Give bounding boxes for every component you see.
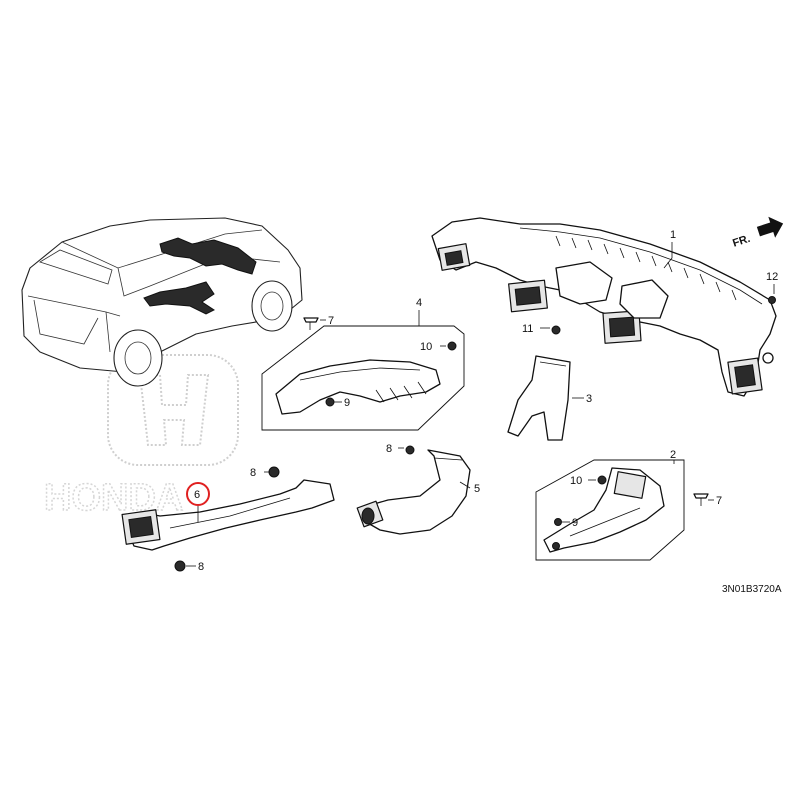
bolt-11 (551, 325, 561, 335)
callout-8-left: 8 (250, 467, 256, 479)
svg-text:HONDA: HONDA (44, 477, 183, 519)
part-4-group-box (261, 325, 465, 431)
callout-6: 6 (194, 489, 200, 501)
callout-9-upper: 9 (344, 397, 350, 409)
callout-7-upper: 7 (328, 315, 334, 327)
part-5-rear-duct (356, 449, 471, 535)
callouts: 1 2 3 4 5 6 7 7 8 8 9 9 10 10 11 12 8 (186, 229, 778, 573)
nut-8-lower (174, 560, 186, 572)
callout-10-upper: 10 (420, 341, 432, 353)
callout-8-lower: 8 (198, 561, 204, 573)
callout-4: 4 (416, 297, 422, 309)
part-6-floor-duct (121, 479, 335, 551)
part-3-duct (507, 355, 571, 441)
nut-8-left (268, 466, 280, 478)
front-label: FR. (731, 233, 752, 250)
callout-10-lower: 10 (570, 475, 582, 487)
clip-7-upper (303, 317, 319, 330)
callout-11: 11 (522, 323, 533, 335)
part-2-group-box (535, 459, 685, 561)
callout-2: 2 (670, 449, 676, 461)
front-direction-indicator: FR. (731, 216, 784, 250)
callout-12: 12 (766, 271, 778, 283)
callout-5: 5 (474, 483, 480, 495)
callout-6-highlight: 6 (186, 482, 210, 506)
fasteners (174, 296, 776, 572)
diagram-code: 3N01B3720A (722, 584, 782, 595)
callout-1: 1 (670, 229, 676, 241)
callout-7-lower: 7 (716, 495, 722, 507)
clip-7-lower (693, 493, 709, 506)
part-1-main-duct (431, 217, 777, 397)
clip-12 (768, 296, 776, 304)
clip-9-lower (554, 518, 562, 526)
vehicle-illustration (21, 217, 303, 387)
callout-8-upper: 8 (386, 443, 392, 455)
watermark-logo: HONDA (43, 354, 239, 520)
callout-9-lower: 9 (572, 517, 578, 529)
callout-3: 3 (586, 393, 592, 405)
front-arrow-icon (756, 216, 784, 238)
leader-lines (186, 242, 775, 567)
bolt-8-upper (405, 445, 415, 455)
